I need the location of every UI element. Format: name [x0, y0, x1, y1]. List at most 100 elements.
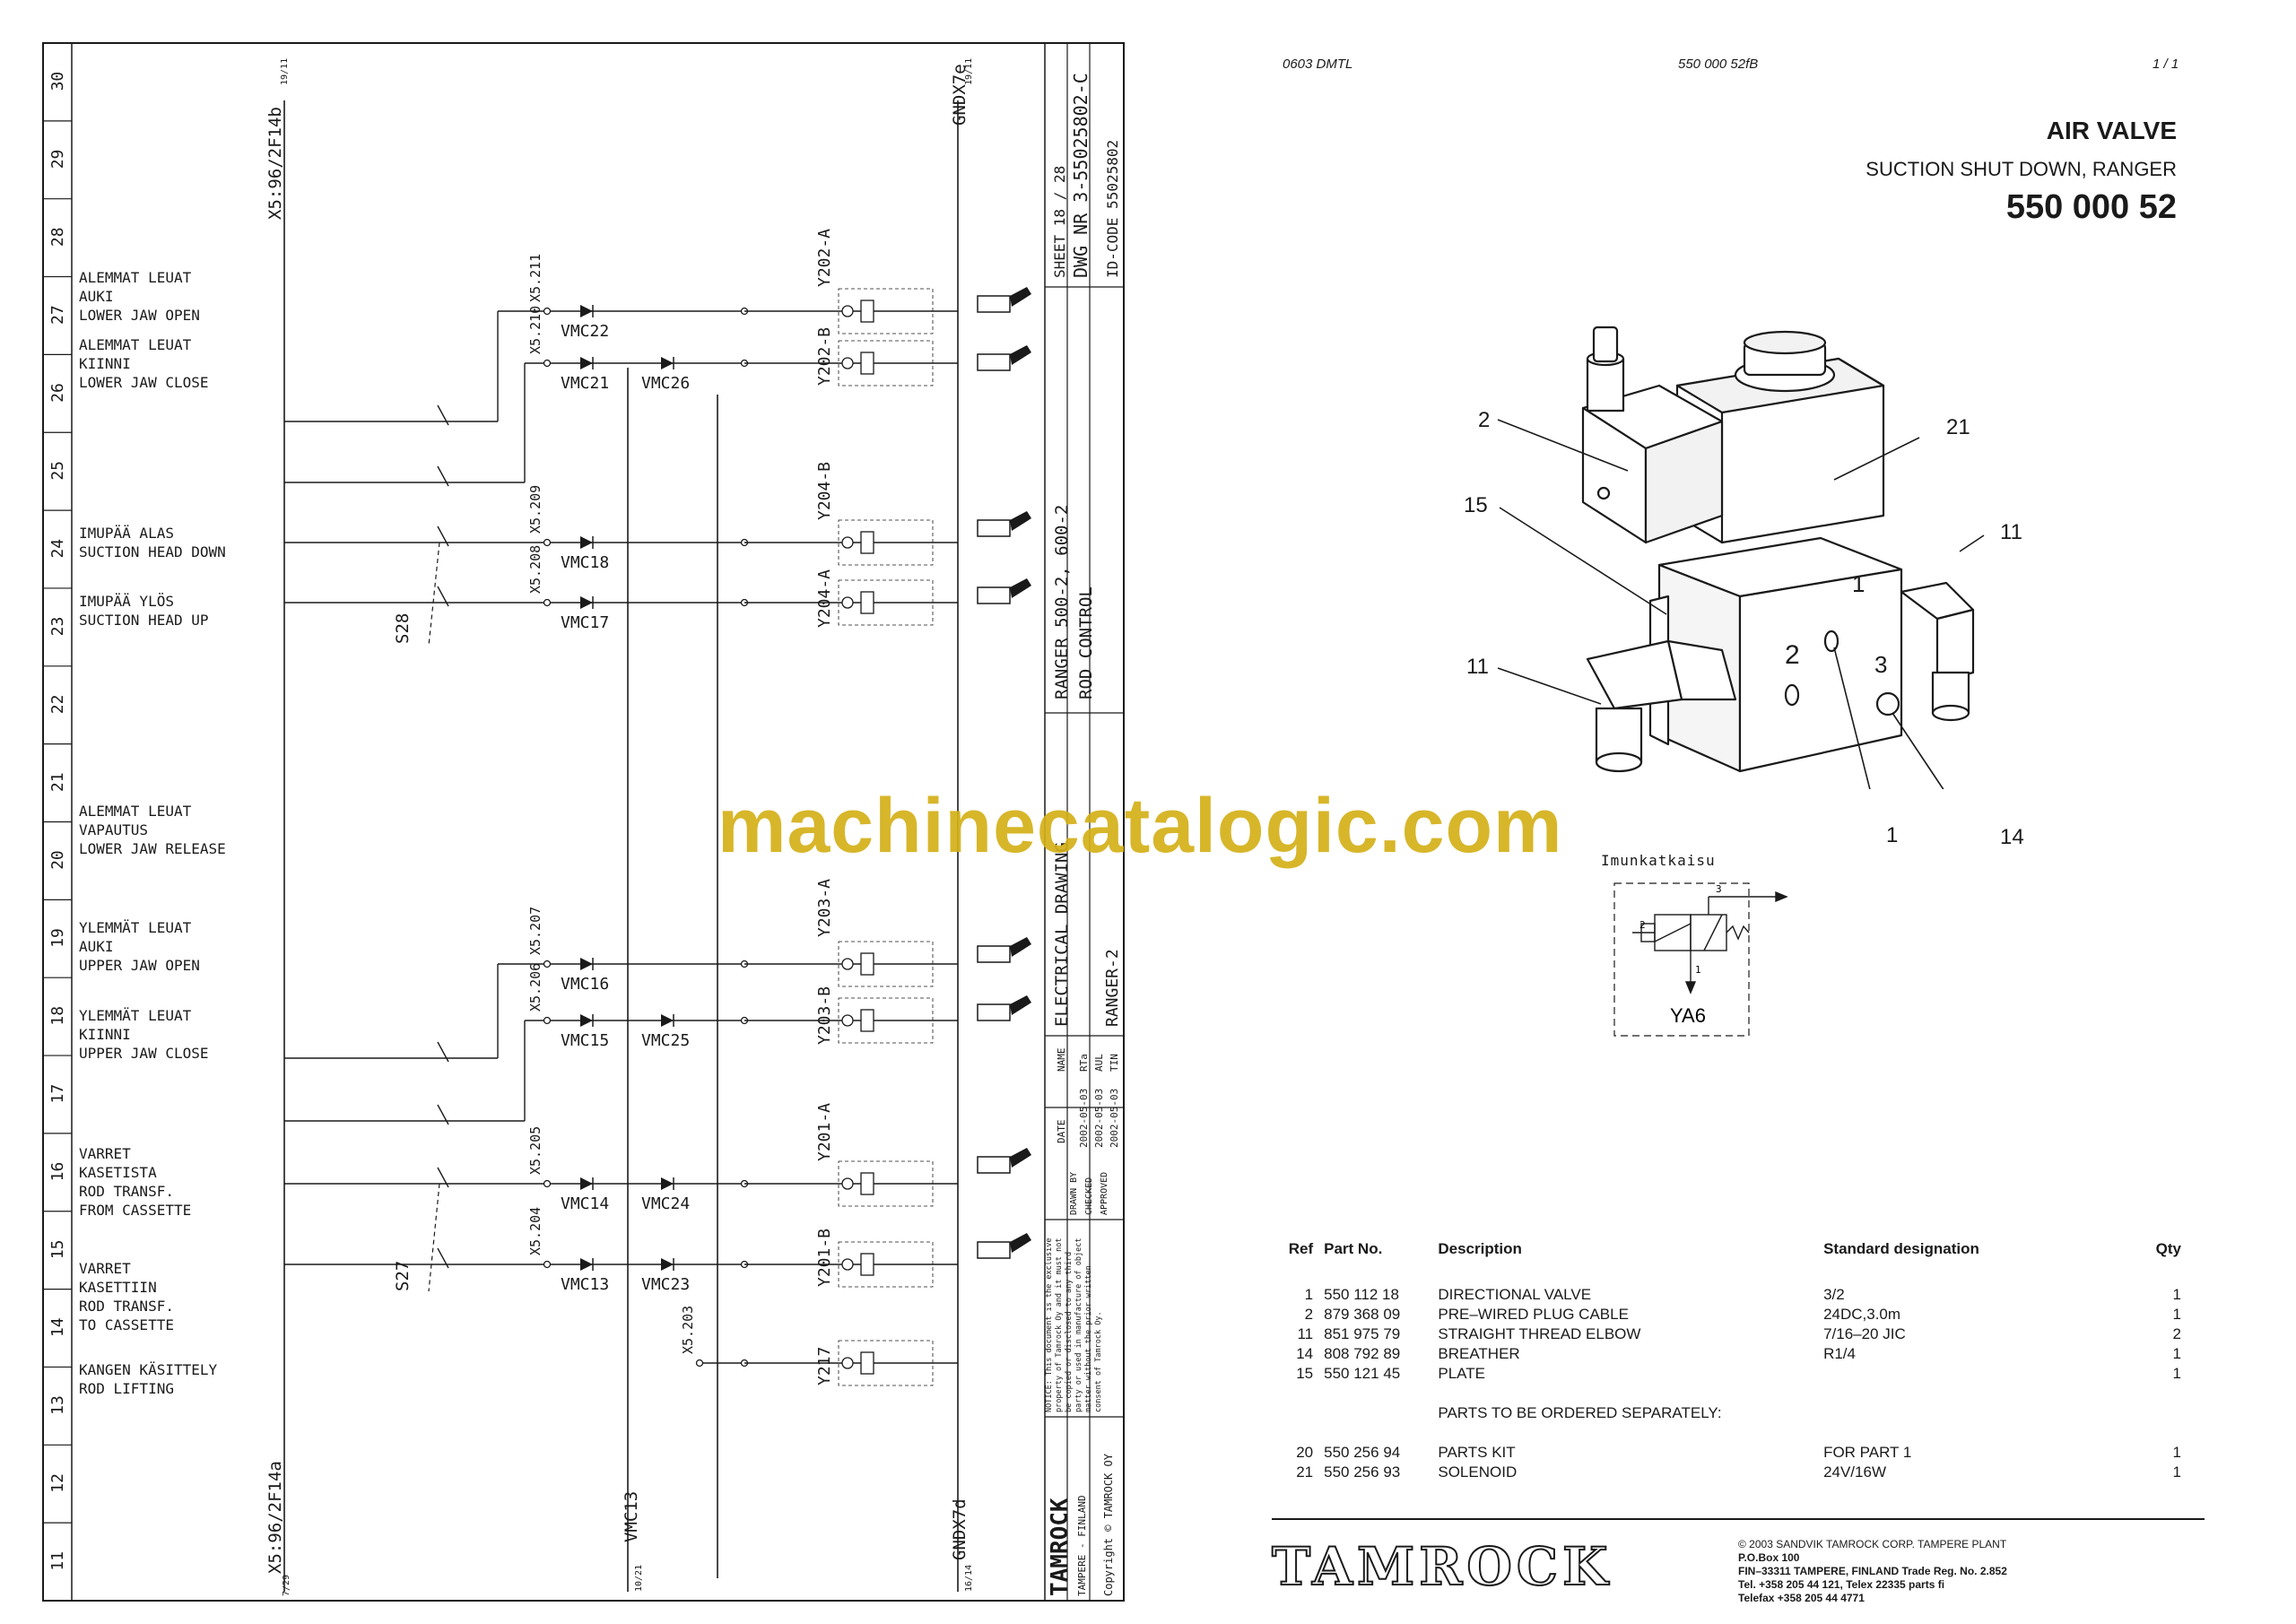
title-block — [1045, 43, 1124, 1601]
approved-by: APPROVED — [1100, 1172, 1109, 1215]
switch-s28: S28 — [284, 542, 440, 647]
valve-blocks: Y202-AY202-BY204-BY204-AY203-AY203-BY201… — [815, 229, 934, 1386]
id-code: ID-CODE 55025802 — [1104, 140, 1121, 278]
function-label: FROM CASSETTE — [79, 1202, 191, 1219]
actuator-icon — [977, 295, 1011, 313]
bus-top-ref: 19/11 — [280, 58, 290, 85]
cell-desc: PLATE — [1438, 1365, 1485, 1382]
switch-s27: S27 — [284, 1183, 440, 1292]
solenoid-valve — [838, 1160, 934, 1207]
diode-label: VMC24 — [641, 1194, 690, 1213]
valve-boundary — [838, 1160, 934, 1207]
ruler-number: 28 — [48, 227, 67, 247]
cell-desc: BREATHER — [1438, 1345, 1520, 1362]
ruler-number: 22 — [48, 695, 67, 715]
diode-label: VMC26 — [641, 374, 690, 393]
terminal-label: X5.205 — [527, 1126, 544, 1175]
function-label: KIINNI — [79, 1026, 131, 1043]
function-label: ALEMMAT LEUAT — [79, 336, 192, 353]
cell-part: 879 368 09 — [1324, 1306, 1401, 1323]
switch-contact — [437, 1041, 449, 1063]
valve-illustration: 2 1 3 — [1497, 326, 1985, 789]
cell-std: 3/2 — [1823, 1286, 1845, 1303]
bus-top-label: X5:96/2F14b — [265, 107, 285, 220]
col-standard: Standard designation — [1823, 1240, 1979, 1257]
solenoid-valve — [838, 1340, 934, 1386]
actuator-jaw-icon — [1010, 995, 1031, 1015]
cell-part: 550 112 18 — [1324, 1286, 1399, 1303]
diode-icon — [580, 1258, 593, 1271]
header-doc-number: 550 000 52fB — [1678, 56, 1759, 72]
project-title: RANGER 500-2, 600-2 — [1052, 505, 1072, 699]
cell-part: 550 121 45 — [1324, 1365, 1401, 1382]
function-label: KASETTIIN — [79, 1279, 157, 1296]
vmc-bus-label: VMC13 — [622, 1491, 641, 1542]
symbol-port-1: 1 — [1695, 964, 1701, 976]
valve-label: Y201-A — [815, 1103, 834, 1161]
drawn-by: DRAWN BY — [1069, 1172, 1079, 1215]
callout-1: 1 — [1886, 823, 1899, 847]
cell-qty: 1 — [2172, 1306, 2181, 1323]
valve-coil — [860, 1009, 874, 1032]
valve-lamp — [841, 536, 854, 549]
terminal-dot — [543, 1179, 552, 1188]
cell-ref: 21 — [1296, 1463, 1314, 1481]
ruler-number: 20 — [48, 850, 67, 870]
terminal-label: X5.207 — [527, 907, 544, 955]
valve-label: Y204-B — [815, 462, 834, 520]
callout-2: 2 — [1478, 408, 1491, 432]
ruler-number: 27 — [48, 305, 67, 325]
cell-desc: SOLENOID — [1438, 1463, 1518, 1481]
part-title: AIR VALVE — [2046, 117, 2177, 144]
separate-note-row: PARTS TO BE ORDERED SEPARATELY: — [1272, 1403, 2187, 1423]
valve-coil — [860, 531, 874, 554]
valve-lamp — [841, 596, 854, 609]
cell-ref: 2 — [1304, 1306, 1314, 1323]
function-label: AUKI — [79, 938, 114, 955]
cell-qty: 2 — [2172, 1325, 2181, 1342]
valve-label: Y202-B — [815, 327, 834, 386]
terminal-dot — [543, 598, 552, 607]
diode-icon — [661, 1258, 674, 1271]
footer-address-line: Telefax +358 205 44 4771 — [1738, 1592, 1865, 1604]
sheet-number: SHEET 18 / 28 — [1051, 166, 1068, 278]
approved-date: 2002-05-03 — [1109, 1089, 1120, 1148]
diode-icon — [580, 1014, 593, 1027]
valve-label: Y202-A — [815, 229, 834, 287]
watermark: machinecatalogic.com — [718, 783, 1563, 869]
footer-address-line: P.O.Box 100 — [1738, 1551, 1800, 1564]
switch-contact — [437, 465, 449, 487]
cell-ref: 20 — [1296, 1444, 1314, 1461]
valve-boundary — [838, 997, 934, 1044]
symbol-caption: Imunkatkaisu — [1601, 852, 1716, 869]
cell-part: 808 792 89 — [1324, 1345, 1401, 1362]
function-label: IMUPÄÄ ALAS — [79, 525, 174, 542]
switch-contact — [437, 1104, 449, 1125]
switch-contact — [437, 525, 449, 547]
diode-label: VMC17 — [561, 613, 609, 632]
terminal-dot — [543, 359, 552, 368]
ruler-number: 21 — [48, 772, 67, 792]
function-label: VARRET — [79, 1260, 131, 1277]
actuator-icon — [977, 353, 1011, 371]
header-code: 0603 DMTL — [1283, 56, 1353, 72]
valve-lamp — [841, 1258, 854, 1271]
cell-desc: STRAIGHT THREAD ELBOW — [1438, 1325, 1641, 1342]
actuator-jaw-icon — [1010, 1148, 1031, 1168]
gnd-top-label: GNDX7e — [950, 64, 970, 126]
valve-coil — [860, 952, 874, 976]
electrical-schematic: 3029282726252423222120191817161514131211… — [42, 42, 1125, 1602]
diode-label: VMC13 — [561, 1275, 609, 1294]
cell-part: 550 256 94 — [1324, 1444, 1401, 1461]
function-label: KIINNI — [79, 355, 131, 372]
ruler-number: 19 — [48, 928, 67, 948]
cell-qty: 1 — [2172, 1463, 2181, 1481]
terminal-dot — [695, 1359, 704, 1368]
cell-std: 24V/16W — [1823, 1463, 1886, 1481]
col-description: Description — [1438, 1240, 1522, 1257]
function-label: VARRET — [79, 1145, 131, 1162]
